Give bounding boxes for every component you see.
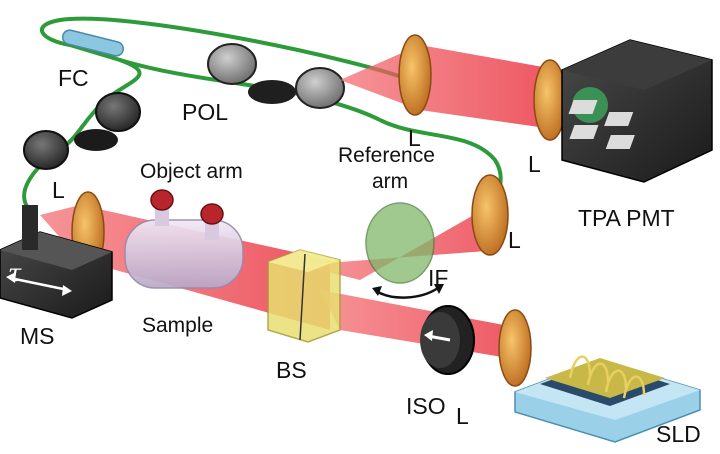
label-fc: FC [58,65,89,91]
mirror-stage [0,205,113,319]
lens-reference [471,174,509,256]
label-tpa-pmt: TPA PMT [578,205,675,231]
label-if: IF [428,265,448,291]
label-ms: MS [20,323,55,349]
label-l-left: L [52,177,65,203]
sld-source [514,355,701,443]
label-object-arm: Object arm [140,160,243,183]
label-sample: Sample [142,314,213,337]
polarization-controller-left [23,92,141,170]
tpa-pmt-detector [561,39,713,183]
label-l-top: L [408,125,421,151]
lens-source [498,309,532,387]
lens-tpa [533,59,567,141]
label-bs: BS [276,357,307,383]
label-reference-arm-1: Reference [338,144,435,167]
label-reference-arm-2: arm [372,170,408,193]
label-pol: POL [182,99,228,125]
polarization-controller-top [207,43,345,109]
label-sld: SLD [656,421,701,447]
label-l-tpa: L [528,151,541,177]
lens-top [398,34,432,116]
beam-splitter [267,249,341,343]
sample-cell [124,189,244,289]
label-iso: ISO [406,393,446,419]
label-tau: τ [8,259,22,287]
fiber-coupler [61,29,125,57]
interference-filter [365,202,444,299]
label-l-ref: L [508,227,521,253]
label-l-iso: L [456,403,469,429]
optical-isolator [420,305,475,375]
